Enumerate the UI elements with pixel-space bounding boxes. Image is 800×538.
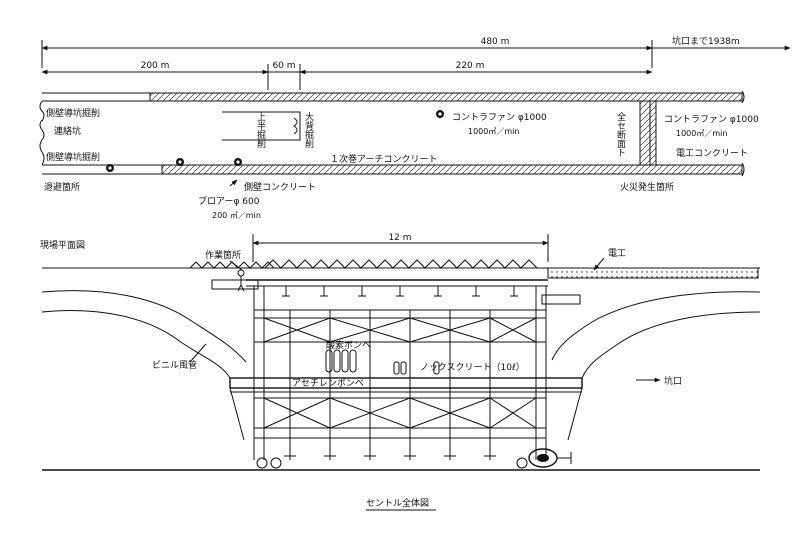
left-wall-inner: [41, 309, 231, 379]
top-hangers: [282, 286, 518, 297]
label-side-drift-top: 側壁導坑掘削: [46, 107, 100, 119]
dim-12-label: 12 m: [388, 233, 411, 243]
label-top-heading: 大背掘削: [303, 111, 314, 148]
dim-60-label: 60 m: [272, 61, 295, 71]
right-wall-inner: [581, 311, 761, 379]
full-section-box: [639, 100, 657, 166]
winch-drum: [528, 448, 572, 468]
centle-columns: [253, 286, 547, 460]
connecting-bracket: [222, 111, 301, 141]
dim-220-label: 220 m: [456, 61, 485, 71]
site-plan-title: 現場平面図: [40, 239, 85, 251]
centle-bracing: [263, 317, 537, 429]
label-electrician: 電工: [608, 248, 626, 259]
dim-portal-label: 坑口まで1938m: [672, 35, 740, 47]
drift-face-left: [39, 100, 45, 166]
label-side-wall-concrete: 側壁コンクリート: [244, 181, 316, 193]
bracket-squiggle: [293, 117, 298, 135]
label-electrician-concrete: 電工コンクリート: [676, 148, 748, 159]
upper-drift-concrete: [149, 92, 743, 102]
upper-drift-walls: [42, 92, 150, 102]
site-plan: 480 m 坑口まで1938m 200 m 60 m 220 m 側壁導坑掘削 …: [39, 35, 791, 251]
right-platform: [541, 294, 581, 305]
centle-beams: [254, 309, 546, 439]
oxygen-cylinders: [325, 349, 357, 373]
dim-200-label: 200 m: [141, 61, 170, 71]
label-vinyl-duct: ビニル風管: [152, 359, 197, 371]
centle-jacks: [284, 438, 496, 457]
label-acetylene: アセチレンボンベ: [292, 378, 364, 389]
label-refuge: 退避箇所: [44, 181, 80, 193]
label-fire-origin: 火災発生箇所: [620, 181, 674, 193]
label-nozzle: ノックスクリート（10ℓ）: [420, 362, 525, 373]
label-flow-2: 1000㎥／min: [676, 129, 727, 138]
label-connecting-drift: 連絡坑: [54, 125, 81, 137]
label-blower-flow: 200 ㎥／min: [212, 211, 261, 220]
left-platform: [211, 279, 259, 290]
label-oxygen: 酸素ボンベ: [326, 339, 371, 351]
label-flow-1: 1000㎥／min: [468, 127, 519, 136]
upper-drift-break: [741, 90, 745, 104]
crown-zigzag: [264, 259, 538, 269]
deck-struts: [229, 387, 583, 441]
label-contra-fan-1: コントラファン φ1000: [452, 112, 547, 123]
dim-480-label: 480 m: [481, 37, 510, 47]
label-arch-concrete: １次巻アーチコンクリート: [330, 153, 437, 165]
left-wall-outer: [41, 290, 247, 363]
lower-drift-walls: [42, 164, 162, 175]
lower-drift-break: [741, 162, 745, 177]
label-blower: ブロアーφ 600: [198, 195, 260, 207]
lower-drift-concrete: [161, 164, 743, 175]
centle-title: セントル全体図: [366, 497, 429, 509]
centle-wheels: [256, 457, 528, 469]
worker-figure: [236, 269, 246, 292]
centle-section: 12 m 作業箇所 電工: [41, 233, 761, 511]
electrician-concrete-band: [547, 267, 759, 279]
label-upper-half: 上半掘削: [255, 112, 266, 148]
right-wall-outer: [551, 291, 761, 361]
label-contra-fan-2: コントラファン φ1000: [664, 114, 759, 125]
nozzle-cylinders: [393, 361, 440, 375]
label-full-section: 全セ断面ト: [615, 111, 626, 157]
label-side-drift-bottom: 側壁導坑掘削: [46, 151, 100, 163]
label-to-portal: 坑口: [664, 375, 682, 387]
main-deck: [229, 377, 583, 389]
label-work-area: 作業箇所: [205, 249, 241, 261]
